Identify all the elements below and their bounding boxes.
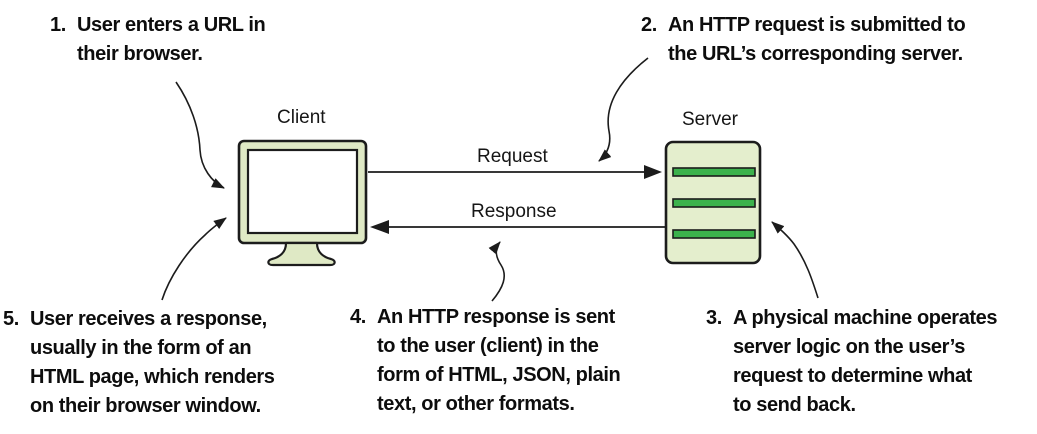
server-slot-bar (672, 198, 756, 208)
annotation-step-4: 4. An HTTP response is sent to the user … (350, 303, 621, 419)
annotation-2-text: An HTTP request is submitted to the URL’… (668, 14, 966, 65)
annotation-step-1: 1. User enters a URL in their browser. (50, 11, 266, 69)
annotation-arrow-3 (771, 221, 819, 299)
annotation-5-number: 5. (3, 308, 19, 330)
annotation-step-5: 5. User receives a response, usually in … (3, 305, 275, 421)
request-arrow-label: Request (477, 146, 548, 167)
client-monitor-icon (237, 139, 368, 267)
response-arrow (370, 220, 666, 234)
monitor-stand (267, 241, 336, 267)
annotation-4-text: An HTTP response is sent to the user (cl… (377, 306, 621, 415)
server-label: Server (682, 109, 738, 130)
request-arrow (368, 165, 662, 179)
annotation-step-2: 2. An HTTP request is submitted to the U… (641, 11, 966, 69)
annotation-5-text: User receives a response, usually in the… (30, 308, 275, 417)
annotation-4-number: 4. (350, 306, 366, 328)
annotation-1-number: 1. (50, 14, 66, 36)
client-label: Client (277, 107, 326, 128)
annotation-2-number: 2. (641, 14, 657, 36)
server-slot-bar (672, 167, 756, 177)
annotation-3-text: A physical machine operates server logic… (733, 307, 998, 416)
response-arrow-label: Response (471, 201, 557, 222)
annotation-arrow-1 (175, 81, 225, 189)
annotation-arrow-5 (161, 217, 227, 301)
annotation-1-text: User enters a URL in their browser. (77, 14, 266, 65)
annotation-arrow-4 (488, 241, 505, 302)
annotation-arrow-2 (598, 57, 649, 162)
monitor-screen (246, 148, 359, 235)
server-icon (664, 140, 762, 265)
annotation-step-3: 3. A physical machine operates server lo… (706, 304, 998, 420)
annotation-3-number: 3. (706, 307, 722, 329)
server-slot-bar (672, 229, 756, 239)
